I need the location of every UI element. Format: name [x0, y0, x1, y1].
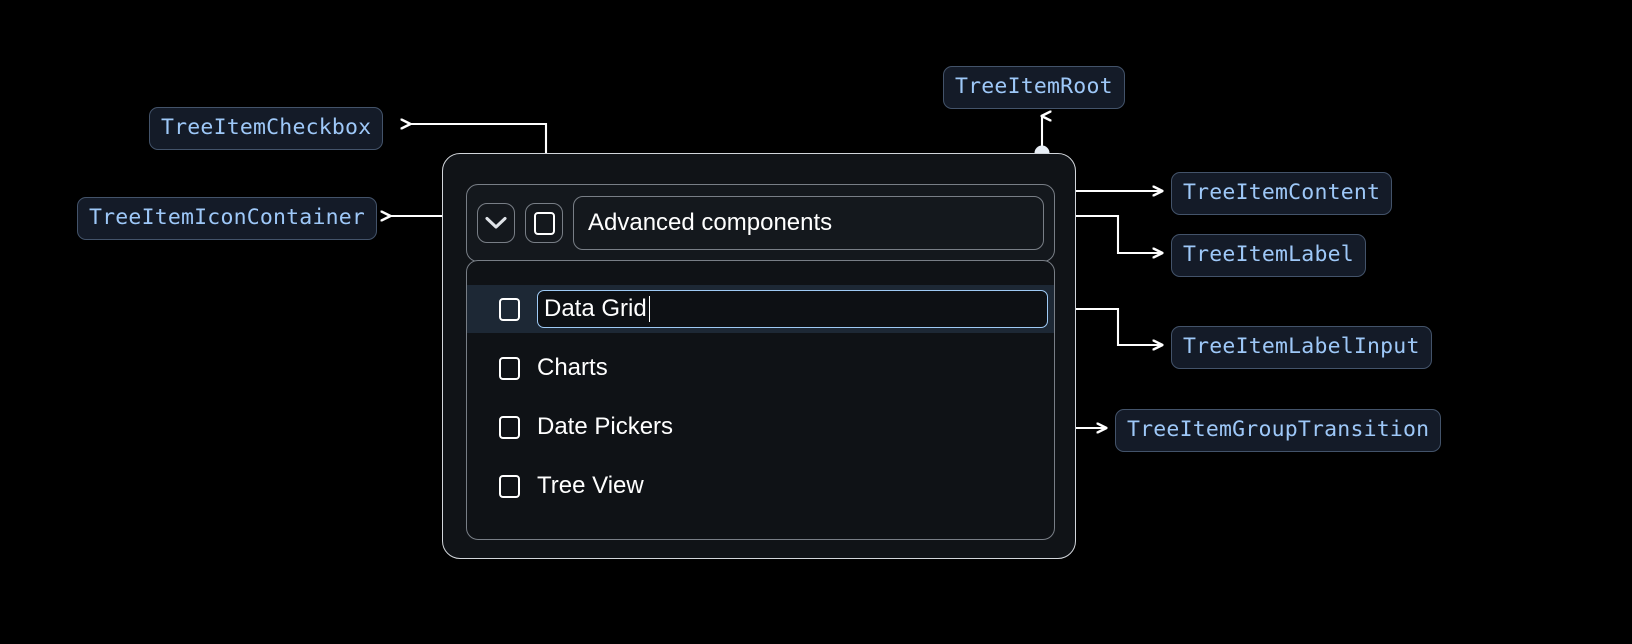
checkbox-square-icon[interactable] — [499, 356, 520, 380]
tree-item-icon-container[interactable] — [477, 203, 515, 243]
tree-item-group-transition: Data Grid Charts Date Pickers Tree View — [466, 260, 1055, 540]
annotation-chip-tree-item-icon-container: TreeItemIconContainer — [77, 197, 378, 240]
tree-item-row-date-pickers[interactable]: Date Pickers — [467, 403, 1054, 451]
tree-item-label[interactable]: Advanced components — [573, 196, 1044, 250]
annotation-chip-tree-item-root: TreeItemRoot — [943, 66, 1125, 109]
tree-item-row-charts[interactable]: Charts — [467, 344, 1054, 392]
annotation-chip-tree-item-content: TreeItemContent — [1171, 172, 1393, 215]
tree-item-checkbox[interactable] — [525, 203, 563, 243]
checkbox-square-icon[interactable] — [499, 297, 520, 321]
tree-item-label: Tree View — [537, 472, 644, 499]
annotation-chip-tree-item-label: TreeItemLabel — [1171, 234, 1366, 277]
annotation-chip-tree-item-checkbox: TreeItemCheckbox — [149, 107, 384, 150]
tree-item-label-input-value: Data Grid — [544, 295, 647, 322]
checkbox-square-icon[interactable] — [499, 415, 520, 439]
annotation-chip-tree-item-group-transition: TreeItemGroupTransition — [1115, 409, 1442, 452]
tree-item-root: Advanced components Data Grid Charts Dat… — [442, 153, 1076, 559]
tree-item-content[interactable]: Advanced components — [466, 184, 1055, 262]
text-caret — [648, 296, 651, 322]
checkbox-square-icon — [533, 211, 555, 235]
chevron-down-icon — [485, 216, 507, 230]
tree-item-label: Date Pickers — [537, 413, 674, 440]
tree-item-label: Charts — [537, 354, 608, 381]
tree-item-row-tree-view[interactable]: Tree View — [467, 462, 1054, 510]
annotation-chip-tree-item-label-input: TreeItemLabelInput — [1171, 326, 1432, 369]
checkbox-square-icon[interactable] — [499, 474, 520, 498]
tree-item-label-input[interactable]: Data Grid — [537, 290, 1048, 328]
tree-item-row-data-grid[interactable]: Data Grid — [467, 285, 1054, 333]
